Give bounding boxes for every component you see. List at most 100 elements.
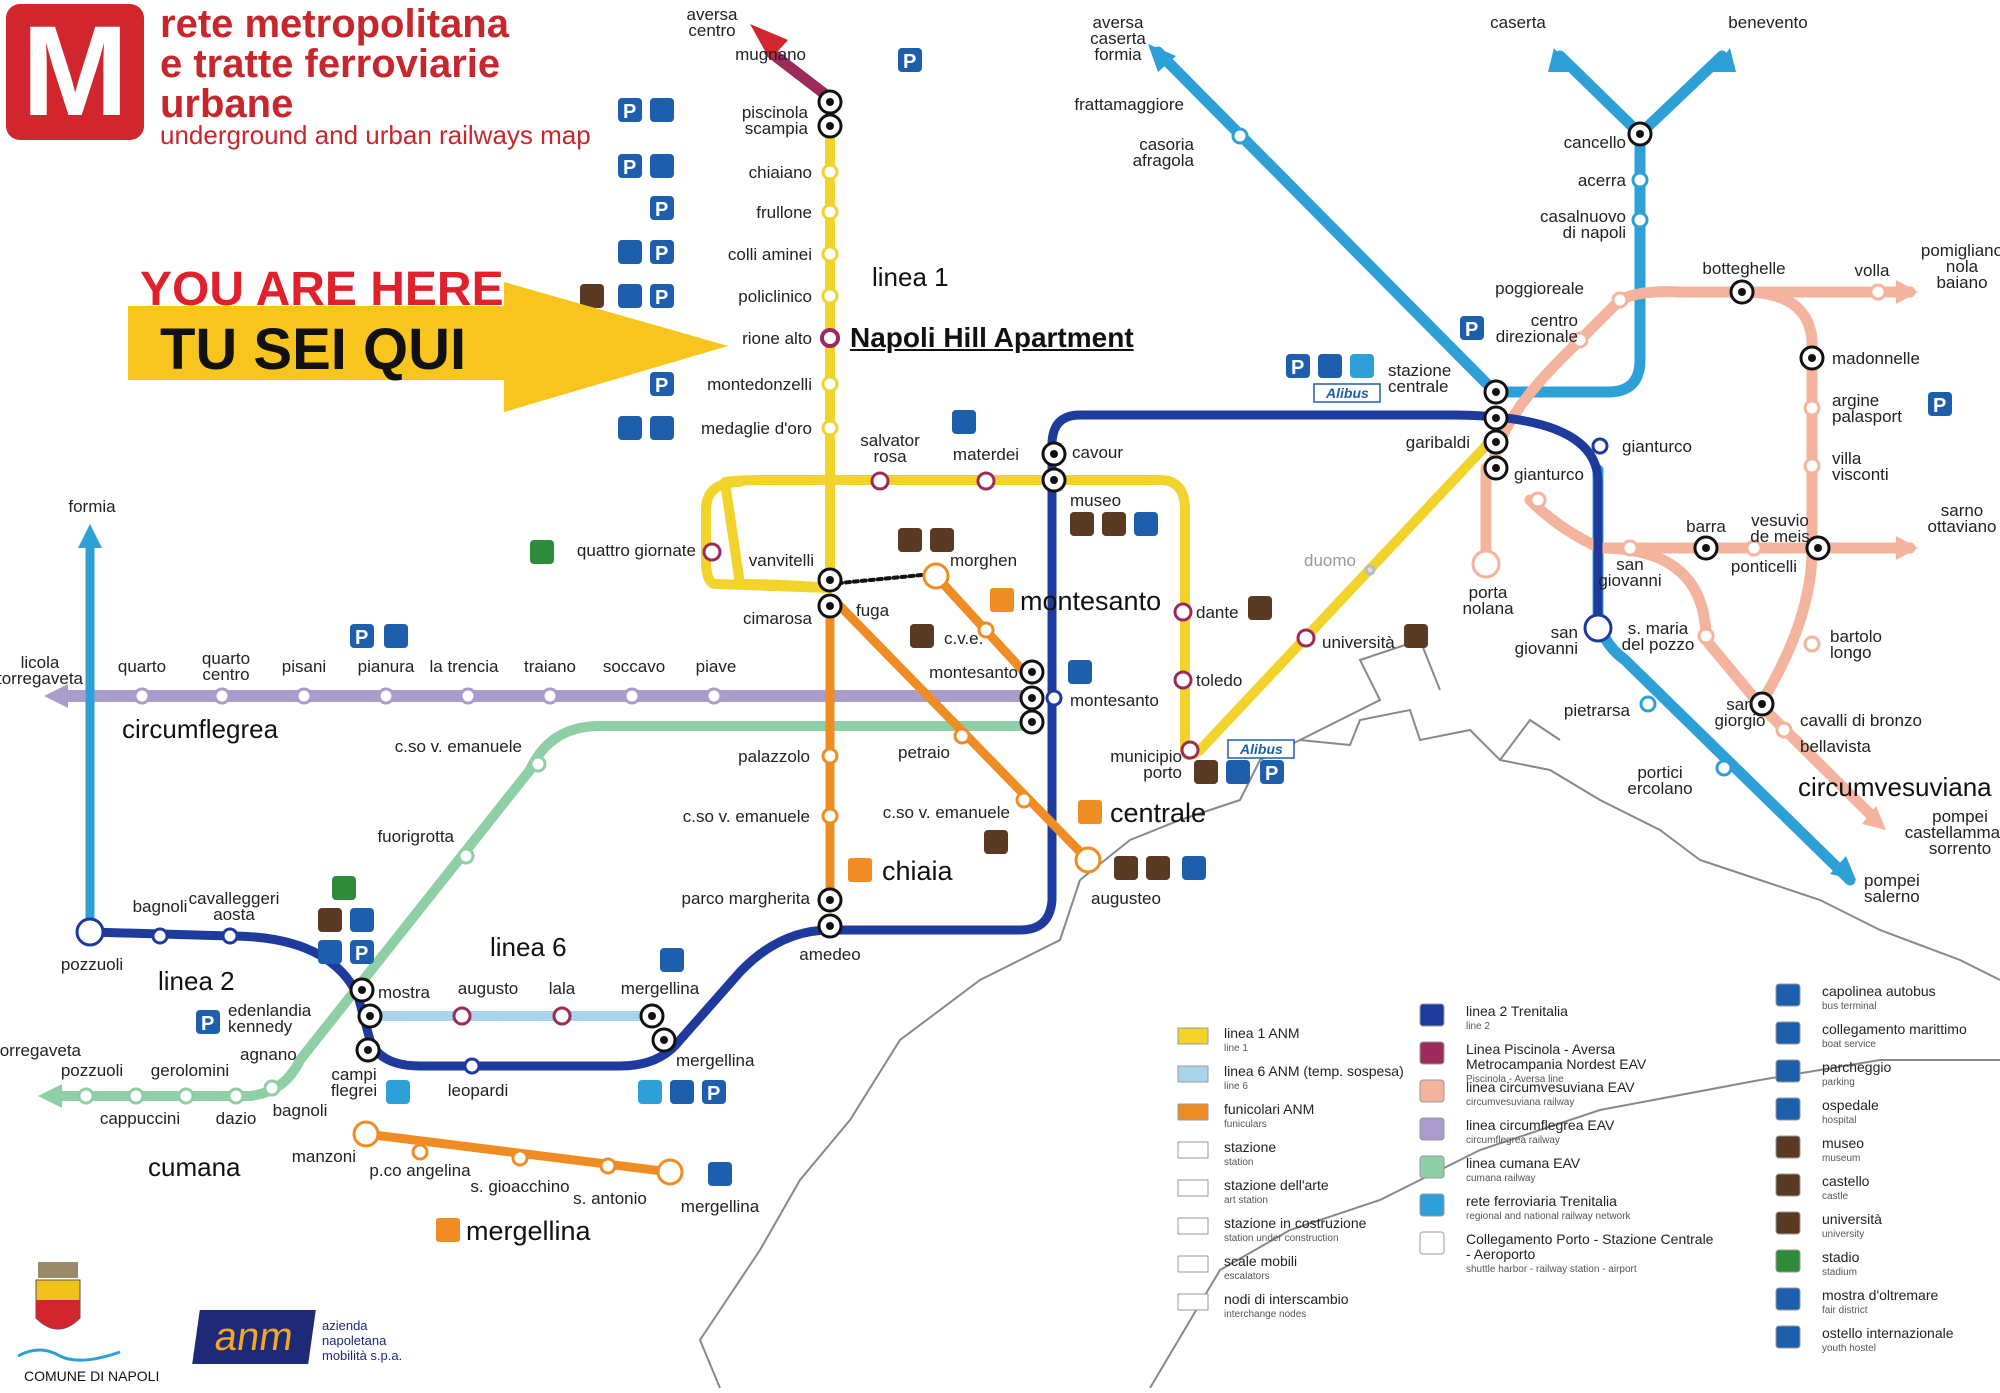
station-label-palazzolo: palazzolo [738, 747, 810, 766]
legend-icon [1419, 1231, 1445, 1255]
hospital-icon [618, 240, 642, 264]
legend-swatch [1177, 1217, 1209, 1235]
museum-icon [898, 528, 922, 552]
arrow-caserta [1548, 48, 1574, 72]
legend-swatch [1177, 1065, 1209, 1083]
svg-text:P: P [355, 627, 368, 649]
legend-swatch [1177, 1255, 1209, 1273]
legend-icon [1775, 1211, 1801, 1235]
station-label-mergellina-port: mergellina [681, 1197, 760, 1216]
svg-text:P: P [903, 51, 916, 73]
legend-swatch [1177, 1103, 1209, 1121]
label-fun-centrale: centrale [1110, 798, 1206, 828]
station-label-duomo: duomo [1304, 551, 1356, 570]
title-line-1: rete metropolitana [160, 2, 509, 46]
station-label-dazio: dazio [216, 1109, 257, 1128]
service-icons: P P P P P P P P P P P P [196, 48, 1952, 1186]
station-label-fuga: fuga [856, 601, 890, 620]
legend-icon [1419, 1193, 1445, 1217]
university-icon [1404, 624, 1428, 648]
station-label-mostra: mostra [378, 983, 431, 1002]
legend-icon [1775, 1021, 1801, 1045]
legend-icon [1419, 1003, 1445, 1027]
title-line-3: urbane [160, 82, 294, 126]
hospital-icon [650, 416, 674, 440]
university-icon [580, 284, 604, 308]
parking-icon: P [898, 48, 922, 73]
bus-icon [618, 416, 642, 440]
hospital-icon [1134, 512, 1158, 536]
arrow-licola [44, 684, 68, 708]
funicular-icons [436, 588, 1102, 1242]
station-label-cavour: cavour [1072, 443, 1123, 462]
legend-icon [1775, 1249, 1801, 1273]
station-label-pianura: pianura [358, 657, 415, 676]
station-label-dante: dante [1196, 603, 1239, 622]
station-label-torregaveta: torregaveta [0, 1041, 82, 1060]
train-icon [638, 1080, 662, 1104]
metro-logo-icon: M [6, 4, 144, 140]
line-linea1 [720, 93, 1502, 760]
svg-text:P: P [1291, 357, 1304, 379]
arrow-pomigliano [1896, 280, 1918, 304]
parking-icon: P [196, 1010, 220, 1035]
station-label-amedeo: amedeo [799, 945, 860, 964]
parking-icon: P [618, 98, 642, 123]
bus-icon [1318, 354, 1342, 378]
castle-icon [930, 528, 954, 552]
station-label-frullone: frullone [756, 203, 812, 222]
station-label-cso-ve-cumana: c.so v. emanuele [395, 737, 522, 756]
svg-text:P: P [655, 243, 668, 265]
station-label-ponticelli: ponticelli [1731, 557, 1797, 576]
you-are-here-marker [820, 328, 840, 348]
station-label-morghen: morghen [950, 551, 1017, 570]
station-label-piave: piave [696, 657, 737, 676]
station-label-manzoni: manzoni [292, 1147, 356, 1166]
legend-icon [1419, 1079, 1445, 1103]
station-label-cavalli-bronzo: cavalli di bronzo [1800, 711, 1922, 730]
station-label-cve: c.v.e. [944, 629, 983, 648]
line-linea2 [85, 410, 1603, 1071]
you-are-here-arrow [128, 282, 728, 412]
legend-icon [1775, 1173, 1801, 1197]
station-label-barra: barra [1686, 517, 1726, 536]
svg-text:P: P [623, 157, 636, 179]
label-linea2: linea 2 [158, 966, 235, 996]
title-line-2: e tratte ferroviarie [160, 42, 501, 86]
fair-icon [350, 908, 374, 932]
parking-icon: P [650, 196, 674, 221]
arrow-aversa-centro [750, 24, 788, 60]
station-label-montedonzelli: montedonzelli [707, 375, 812, 394]
